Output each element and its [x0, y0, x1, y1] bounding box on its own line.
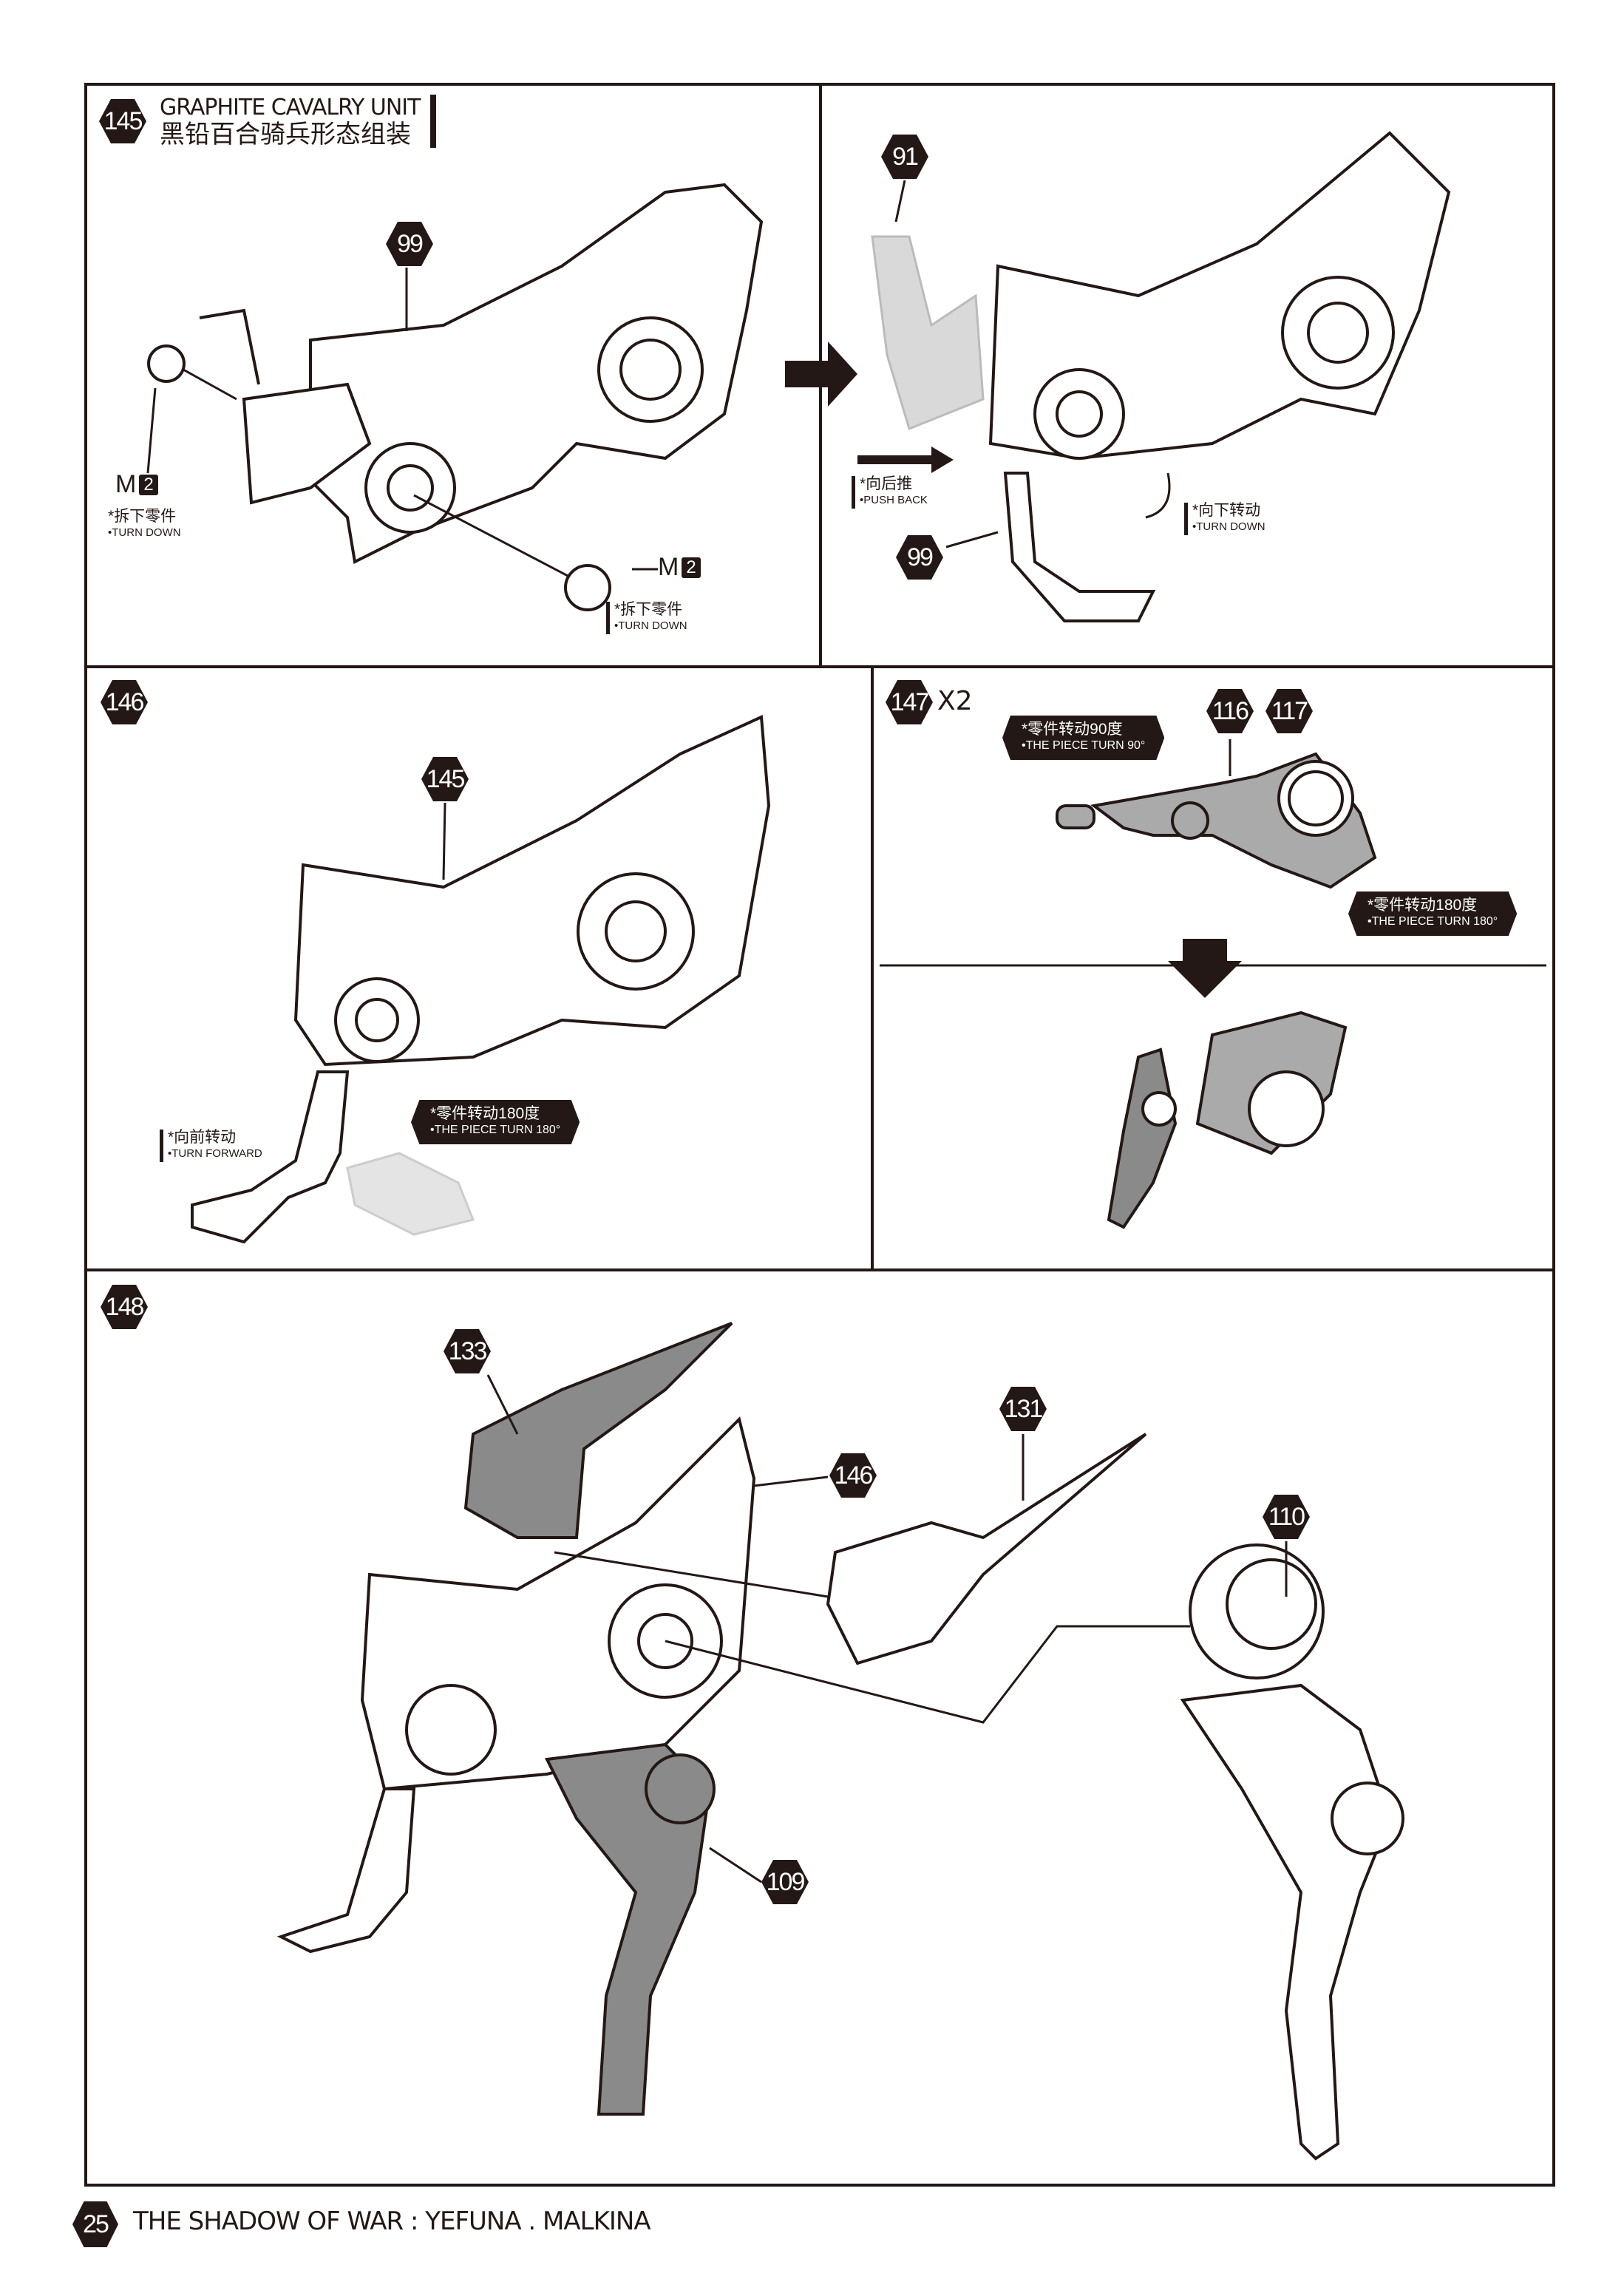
- callout-cn: *零件转动180度: [430, 1105, 540, 1122]
- note-en: •TURN DOWN: [108, 526, 181, 539]
- callout-en: •THE PIECE TURN 180°: [430, 1124, 561, 1136]
- note-cn: *拆下零件: [108, 508, 177, 525]
- footer-title: THE SHADOW OF WAR : YEFUNA . MALKINA: [133, 2207, 651, 2236]
- note-push-back: *向后推 •PUSH BACK: [852, 476, 928, 509]
- callout-turn-180: *零件转动180度•THE PIECE TURN 180°: [1348, 891, 1518, 936]
- part-99-body: [147, 183, 764, 611]
- part-145-body: [191, 715, 771, 1244]
- push-arrow-icon: [857, 446, 954, 473]
- note-en: •TURN DOWN: [614, 619, 687, 632]
- part-assembled-145: [988, 131, 1451, 622]
- step-number-badge: 148: [101, 1285, 148, 1329]
- quantity-multiplier: X2: [937, 686, 973, 716]
- m-number: 2: [139, 474, 158, 495]
- step-number-badge: 146: [101, 680, 148, 724]
- note-en: •TURN FORWARD: [168, 1147, 262, 1160]
- note-cn: *向下转动: [1192, 502, 1261, 519]
- note-en: •TURN DOWN: [1192, 520, 1265, 533]
- part-116-117-before: [1056, 752, 1377, 889]
- note-turn-down: *向下转动•TURN DOWN: [1184, 503, 1265, 535]
- callout-en: •THE PIECE TURN 90°: [1022, 739, 1146, 752]
- m-number: 2: [682, 557, 701, 578]
- part-badge: 99: [386, 222, 433, 266]
- part-assembly-148: [276, 1322, 1404, 2161]
- part-91-ghost: [871, 235, 985, 431]
- callout-turn-90: *零件转动90度•THE PIECE TURN 90°: [1002, 716, 1165, 760]
- callout-turn-180: *零件转动180度 •THE PIECE TURN 180°: [411, 1100, 580, 1144]
- callout-cn: *零件转动90度: [1022, 721, 1123, 738]
- callout-en: •THE PIECE TURN 180°: [1368, 915, 1498, 928]
- callout-cn: *零件转动180度: [1368, 897, 1478, 914]
- part-badge: 145: [421, 757, 469, 801]
- note-remove: *拆下零件•TURN DOWN: [103, 509, 181, 541]
- ghost-part: [346, 1152, 475, 1236]
- step-title: GRAPHITE CAVALRY UNIT 黑铅百合骑兵形态组装: [160, 95, 437, 149]
- m-letter: M: [658, 553, 679, 581]
- part-badge: 133: [444, 1329, 491, 1373]
- note-en: •PUSH BACK: [860, 494, 928, 506]
- part-116-117-after: [1107, 1011, 1348, 1229]
- note-cn: *向前转动: [168, 1129, 237, 1146]
- down-arrow-icon: [1168, 939, 1242, 998]
- step-title-en: GRAPHITE CAVALRY UNIT: [160, 95, 421, 120]
- m-letter: M: [115, 470, 137, 498]
- step-title-cn: 黑铅百合骑兵形态组装: [160, 120, 411, 149]
- note-cn: *拆下零件: [614, 601, 683, 618]
- next-arrow-icon: [785, 342, 857, 407]
- note-cn: *向后推: [860, 475, 913, 492]
- note-turn-forward: *向前转动•TURN FORWARD: [160, 1130, 262, 1162]
- note-remove: *拆下零件•TURN DOWN: [606, 602, 687, 634]
- step-number-badge: 145: [99, 99, 146, 143]
